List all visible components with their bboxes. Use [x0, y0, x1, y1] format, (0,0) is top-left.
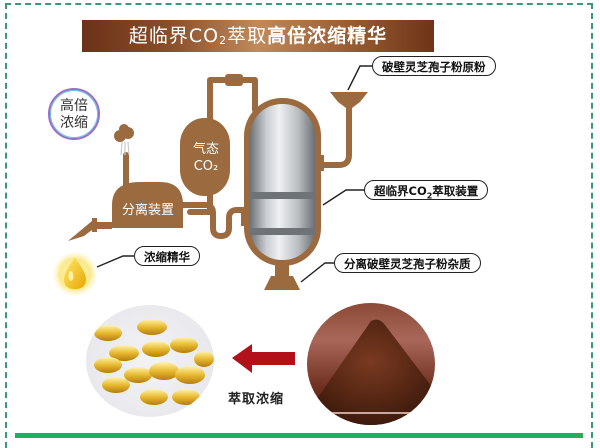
- extract-concentrate-label: 萃取浓缩: [228, 392, 285, 407]
- smoke-icon: [114, 124, 134, 156]
- oil-drop-icon: [53, 252, 97, 296]
- high-concentration-badge: 高倍 浓缩: [48, 88, 100, 140]
- separator-label: 分离装置: [121, 203, 174, 218]
- callout-essence: 浓缩精华: [134, 246, 200, 266]
- separator-vessel: [112, 182, 183, 228]
- title-middle: 萃取: [227, 25, 268, 47]
- title-subscript: 2: [219, 34, 228, 47]
- dashed-frame: [5, 3, 593, 448]
- callout-extractor-sub: 2: [426, 191, 433, 201]
- badge-line-1: 高倍: [60, 98, 88, 114]
- page-title: 超临界CO2萃取高倍浓缩精华: [82, 20, 434, 52]
- callout-extractor-prefix: 超临界CO: [374, 184, 427, 198]
- spore-powder-image: [307, 303, 435, 425]
- callout-extractor: 超临界CO2萃取装置: [364, 180, 489, 201]
- callout-impurities: 分离破壁灵芝孢子粉杂质: [334, 253, 481, 273]
- co2-tank: [180, 118, 230, 196]
- funnel: [330, 92, 368, 112]
- softgel-capsules-image: [86, 305, 214, 417]
- title-prefix: 超临界CO: [128, 25, 220, 47]
- title-bold: 高倍浓缩精华: [267, 25, 388, 47]
- callout-raw-powder: 破壁灵芝孢子粉原粉: [372, 56, 496, 76]
- co2-tank-label-line2: CO₂: [193, 159, 219, 174]
- powder-pile-icon: [307, 319, 435, 425]
- callout-extractor-suffix: 萃取装置: [432, 184, 479, 198]
- arrow-left-icon: [232, 344, 295, 373]
- co2-tank-label: 气态 CO₂: [186, 141, 226, 175]
- co2-tank-label-line1: 气态: [192, 142, 219, 157]
- capsules-icon: [94, 319, 214, 405]
- bottom-divider: [15, 433, 583, 438]
- badge-line-2: 浓缩: [60, 115, 88, 131]
